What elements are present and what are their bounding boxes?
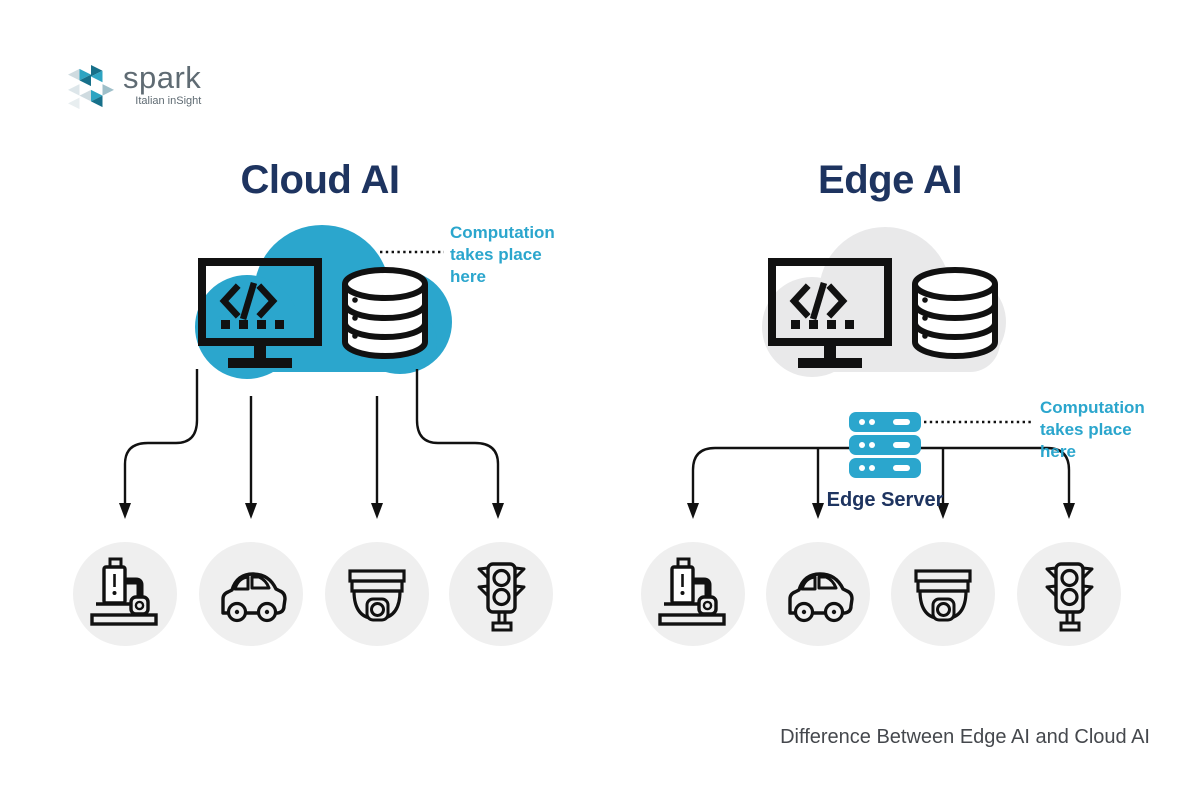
cloud-ai-illustration [119, 225, 504, 519]
logo-brand-text: spark [123, 60, 202, 95]
device-car [199, 542, 303, 646]
diagram-caption: Difference Between Edge AI and Cloud AI [780, 726, 1150, 748]
device-traffic-light [1017, 542, 1121, 646]
device-robotic-arm [641, 542, 745, 646]
edge-server-icon [849, 412, 921, 478]
cloud-ai-title: Cloud AI [240, 158, 400, 202]
arrowheads [687, 503, 1075, 519]
edge-server-label: Edge Server [826, 489, 944, 511]
arrow-curve-right [415, 369, 500, 504]
brand-logo: spark Italian inSight [68, 62, 201, 114]
database-icon [915, 270, 995, 356]
edge-devices [641, 542, 1121, 646]
edge-ai-title: Edge AI [818, 158, 962, 202]
edge-computation-annotation: Computation takes place here [1040, 398, 1145, 462]
edge-ai-illustration [687, 227, 1075, 519]
cloud-devices [73, 542, 553, 646]
device-car [766, 542, 870, 646]
spark-logo-icon [68, 65, 114, 110]
database-icon [345, 270, 425, 356]
arrowheads [119, 503, 504, 519]
device-security-camera [325, 542, 429, 646]
cloud-computation-annotation: Computation takes place here [450, 223, 555, 287]
device-security-camera [891, 542, 995, 646]
device-robotic-arm [73, 542, 177, 646]
device-traffic-light [449, 542, 553, 646]
arrow-curve-left [123, 369, 199, 504]
logo-tagline: Italian inSight [135, 95, 202, 107]
cloud-arrows [119, 369, 504, 519]
